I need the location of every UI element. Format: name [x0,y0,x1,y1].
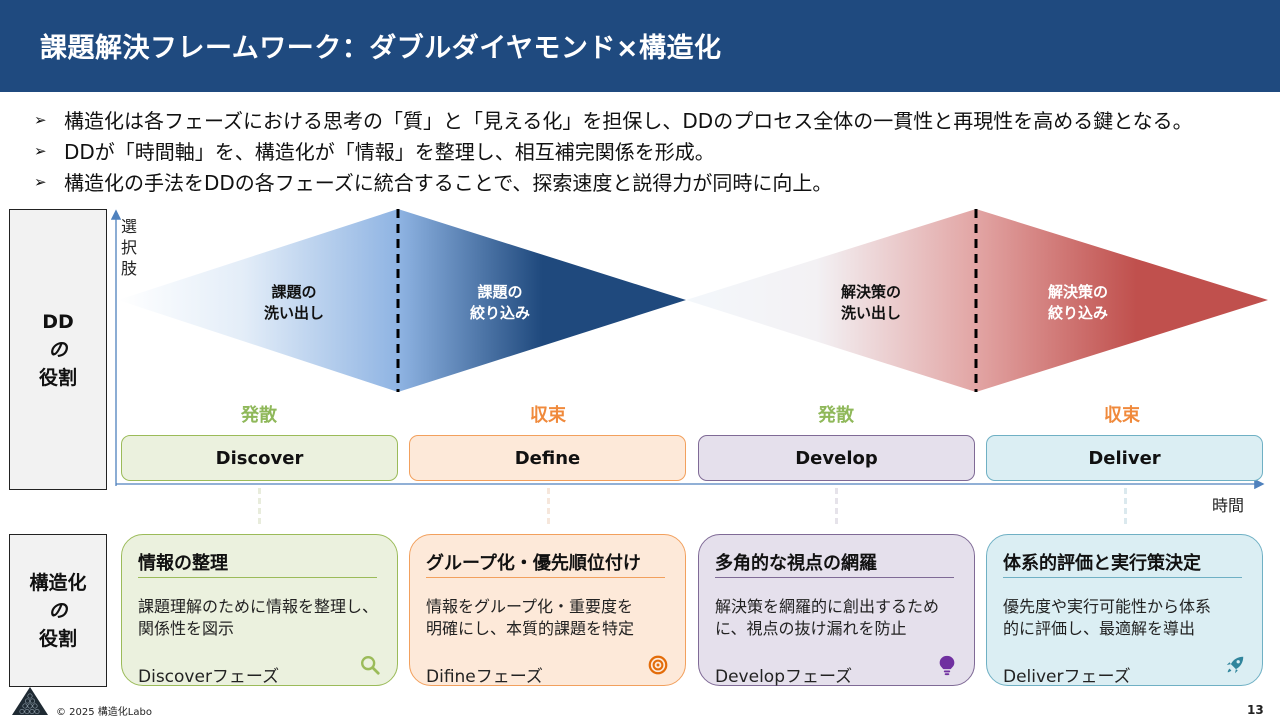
phase-develop: Develop [698,435,975,481]
arrow-bullet-icon: ➢ [34,110,47,129]
diamond-discover-half [118,209,398,392]
card-desc-line: に、視点の抜け漏れを防止 [715,619,907,638]
card-description: 解決策を網羅的に創出するため に、視点の抜け漏れを防止 [715,596,939,640]
diamond-label-line: 解決策の [840,283,901,301]
labo-logo-icon [12,687,48,715]
card-desc-line: 的に評価し、最適解を導出 [1003,619,1196,638]
card-deliver: 体系的評価と実行策決定 優先度や実行可能性から体系 的に評価し、最適解を導出 D… [986,534,1263,687]
bullet-item: ➢ 構造化の手法をDDの各フェーズに統合することで、探索速度と説得力が同時に向上… [34,166,1193,197]
diamond-develop-half [686,209,976,392]
y-axis-label: 選択肢 [121,217,138,278]
diamond-label-line: 洗い出し [263,304,324,322]
x-axis-label: 時間 [1212,496,1245,515]
card-divider [426,577,665,579]
structuring-role-label: 構造化 の 役割 [9,534,107,687]
connector-define [547,488,550,524]
bullet-text: DDが「時間軸」を、構造化が「情報」を整理し、相互補完関係を形成。 [64,140,715,164]
card-phase-label: Discoverフェーズ [138,667,280,687]
kz-role-line2: の [48,599,68,622]
card-desc-line: 関係性を図示 [138,619,235,638]
card-title: 情報の整理 [138,553,228,574]
card-develop: 多角的な視点の網羅 解決策を網羅的に創出するため に、視点の抜け漏れを防止 De… [698,534,975,687]
mode-label-diverge: 発散 [818,405,854,426]
card-description: 課題理解のために情報を整理し、 関係性を図示 [138,596,378,640]
diamond-label-line: 絞り込み [1047,304,1108,322]
card-define: グループ化・優先順位付け 情報をグループ化・重要度を 明確にし、本質的課題を特定… [409,534,686,687]
bullet-list: ➢ 構造化は各フェーズにおける思考の「質」と「見える化」を担保し、DDのプロセス… [34,104,1193,197]
rocket-icon [1226,656,1244,674]
dd-role-line2: の [48,338,68,361]
card-phase-label: Developフェーズ [715,667,853,687]
card-description: 情報をグループ化・重要度を 明確にし、本質的課題を特定 [426,596,634,640]
diamond-label-develop: 解決策の 洗い出し [806,282,936,324]
target-icon [648,655,668,675]
card-desc-line: 優先度や実行可能性から体系 [1003,597,1212,616]
card-desc-line: 情報をグループ化・重要度を [426,597,634,616]
diamond-label-line: 課題の [271,283,317,301]
diamond-label-discover: 課題の 洗い出し [229,282,359,324]
card-divider [715,577,954,579]
card-desc-line: 課題理解のために情報を整理し、 [138,597,379,616]
diamond-label-line: 絞り込み [469,304,530,322]
arrow-bullet-icon: ➢ [34,172,47,191]
card-title: 多角的な視点の網羅 [715,553,877,574]
page-number: 13 [1247,703,1264,717]
diamond-deliver-half [976,209,1268,392]
diamond-define-half [398,209,686,392]
card-title: 体系的評価と実行策決定 [1003,553,1201,574]
bullet-text: 構造化は各フェーズにおける思考の「質」と「見える化」を担保し、DDのプロセス全体… [64,109,1193,133]
mode-label-converge: 収束 [530,405,566,426]
phase-discover: Discover [121,435,398,481]
dd-role-line3: 役割 [38,366,77,389]
diamond-label-define: 課題の 絞り込み [435,282,565,324]
lightbulb-icon [939,655,955,676]
kz-role-line1: 構造化 [29,571,87,594]
diamond-label-deliver: 解決策の 絞り込み [1013,282,1143,324]
kz-role-line3: 役割 [38,627,77,650]
page-title: 課題解決フレームワーク：ダブルダイヤモンド×構造化 [40,33,722,64]
diamond-label-line: 課題の [477,283,523,301]
bullet-item: ➢ 構造化は各フェーズにおける思考の「質」と「見える化」を担保し、DDのプロセス… [34,104,1193,135]
copyright: © 2025 構造化Labo [56,707,152,718]
connector-develop [835,488,838,524]
card-divider [1003,577,1242,579]
card-discover: 情報の整理 課題理解のために情報を整理し、 関係性を図示 Discoverフェー… [121,534,398,687]
mode-label-diverge: 発散 [241,405,277,426]
search-icon [361,656,380,675]
header-bar: 課題解決フレームワーク：ダブルダイヤモンド×構造化 [0,0,1280,92]
phase-define: Define [409,435,686,481]
connector-discover [258,488,261,524]
diamond-label-line: 洗い出し [840,304,901,322]
mode-label-converge: 収束 [1104,405,1140,426]
arrow-bullet-icon: ➢ [34,141,47,160]
dd-role-line1: DD [42,310,74,333]
card-desc-line: 解決策を網羅的に創出するため [715,597,940,616]
card-desc-line: 明確にし、本質的課題を特定 [426,619,635,638]
bullet-item: ➢ DDが「時間軸」を、構造化が「情報」を整理し、相互補完関係を形成。 [34,135,1193,166]
card-divider [138,577,377,579]
phase-deliver: Deliver [986,435,1263,481]
bullet-text: 構造化の手法をDDの各フェーズに統合することで、探索速度と説得力が同時に向上。 [64,171,833,195]
connector-deliver [1124,488,1127,524]
card-phase-label: Deliverフェーズ [1003,667,1131,687]
card-title: グループ化・優先順位付け [426,553,641,574]
diamond-label-line: 解決策の [1047,283,1108,301]
card-phase-label: Difineフェーズ [426,667,543,687]
card-description: 優先度や実行可能性から体系 的に評価し、最適解を導出 [1003,596,1211,640]
dd-role-label: DD の 役割 [9,209,107,490]
